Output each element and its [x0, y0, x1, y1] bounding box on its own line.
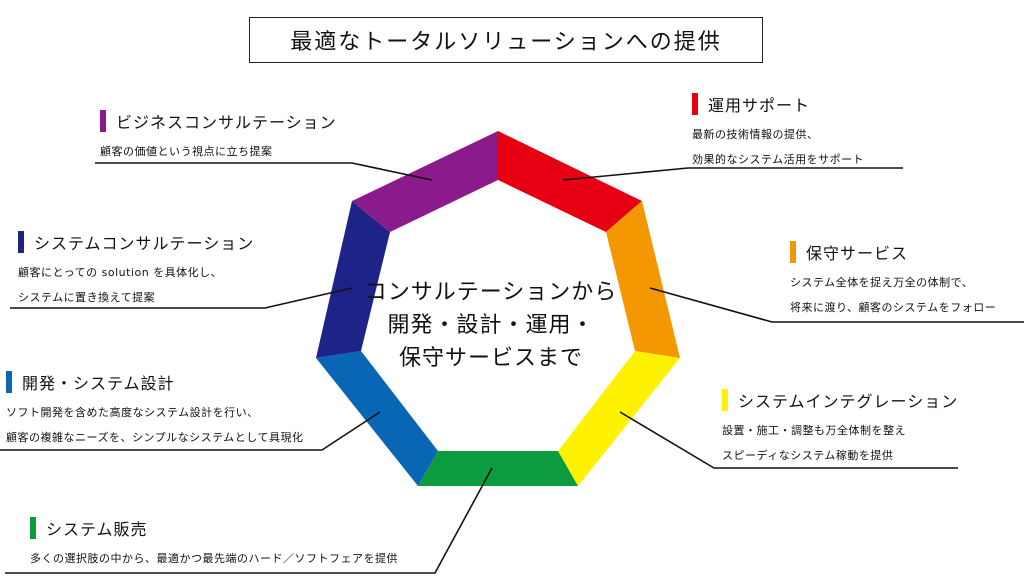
section-maintenance-service: 保守サービス システム全体を捉え万全の体制で、 将来に渡り、顧客のシステムをフォ…	[790, 240, 996, 320]
leader-business	[95, 162, 433, 181]
segment-operation	[498, 131, 642, 232]
section-operation-support: 運用サポート 最新の技術情報の提供、 効果的なシステム活用をサポート	[692, 92, 864, 172]
center-line-2: 開発・設計・運用・	[387, 313, 595, 338]
section-desc-line: 効果的なシステム活用をサポート	[692, 153, 865, 166]
section-desc-line: 多くの選択肢の中から、最適かつ最先端のハード／ソフトフェアを提供	[30, 552, 398, 565]
segment-dev	[316, 351, 438, 486]
section-desc-line: 顧客の複雑なニーズを、シンプルなシステムとして具現化	[6, 431, 304, 444]
center-label: コンサルテーションから 開発・設計・運用・ 保守サービスまで	[360, 276, 622, 375]
color-mark-maintenance	[790, 241, 796, 263]
segment-system-consult	[316, 201, 390, 358]
section-desc-line: 最新の技術情報の提供、	[692, 128, 819, 141]
section-title: 保守サービス	[806, 244, 909, 263]
color-mark-operation	[692, 93, 698, 115]
section-system-sales: システム販売 多くの選択肢の中から、最適かつ最先端のハード／ソフトフェアを提供	[30, 516, 398, 571]
leader-dev	[0, 411, 381, 451]
center-line-1: コンサルテーションから	[364, 280, 618, 305]
page-title: 最適なトータルソリューションへの提供	[249, 17, 763, 63]
leader-operation	[562, 167, 903, 181]
section-desc-line: システム全体を捉え万全の体制で、	[790, 276, 974, 289]
color-mark-system-consult	[18, 231, 24, 253]
section-desc-line: 顧客にとっての solution を具体化し、	[18, 266, 223, 279]
color-mark-dev	[6, 371, 12, 393]
center-line-3: 保守サービスまで	[398, 346, 583, 371]
color-mark-business	[100, 110, 106, 132]
section-business-consultation: ビジネスコンサルテーション 顧客の価値という視点に立ち提案	[100, 109, 337, 164]
section-desc-line: 将来に渡り、顧客のシステムをフォロー	[790, 301, 997, 314]
section-desc-line: 顧客の価値という視点に立ち提案	[100, 145, 273, 158]
section-system-consultation: システムコンサルテーション 顧客にとっての solution を具体化し、 シス…	[18, 230, 254, 310]
color-mark-integration	[722, 389, 728, 411]
segment-integration	[558, 351, 680, 486]
section-development-design: 開発・システム設計 ソフト開発を含めた高度なシステム設計を行い、 顧客の複雑なニ…	[6, 370, 303, 450]
section-desc-line: システムに置き換えて提案	[18, 291, 156, 304]
section-desc-line: ソフト開発を含めた高度なシステム設計を行い、	[6, 406, 259, 419]
leader-integration	[619, 411, 958, 469]
segment-sales	[418, 451, 578, 486]
color-mark-sales	[30, 517, 36, 539]
segment-maintenance	[606, 201, 680, 358]
section-title: システムインテグレーション	[738, 392, 959, 411]
leader-system-consult	[10, 287, 353, 309]
section-desc-line: スピーディなシステム稼動を提供	[722, 449, 894, 462]
section-title: システムコンサルテーション	[34, 234, 255, 253]
segment-business	[352, 131, 498, 232]
leader-maintenance	[649, 287, 1024, 323]
section-title: ビジネスコンサルテーション	[116, 113, 337, 132]
section-title: システム販売	[46, 520, 148, 539]
section-system-integration: システムインテグレーション 設置・施工・調整も万全体制を整え スピーディなシステ…	[722, 388, 958, 468]
leader-sales	[5, 467, 493, 574]
section-title: 運用サポート	[708, 96, 811, 115]
section-desc-line: 設置・施工・調整も万全体制を整え	[722, 424, 906, 437]
section-title: 開発・システム設計	[22, 374, 175, 393]
